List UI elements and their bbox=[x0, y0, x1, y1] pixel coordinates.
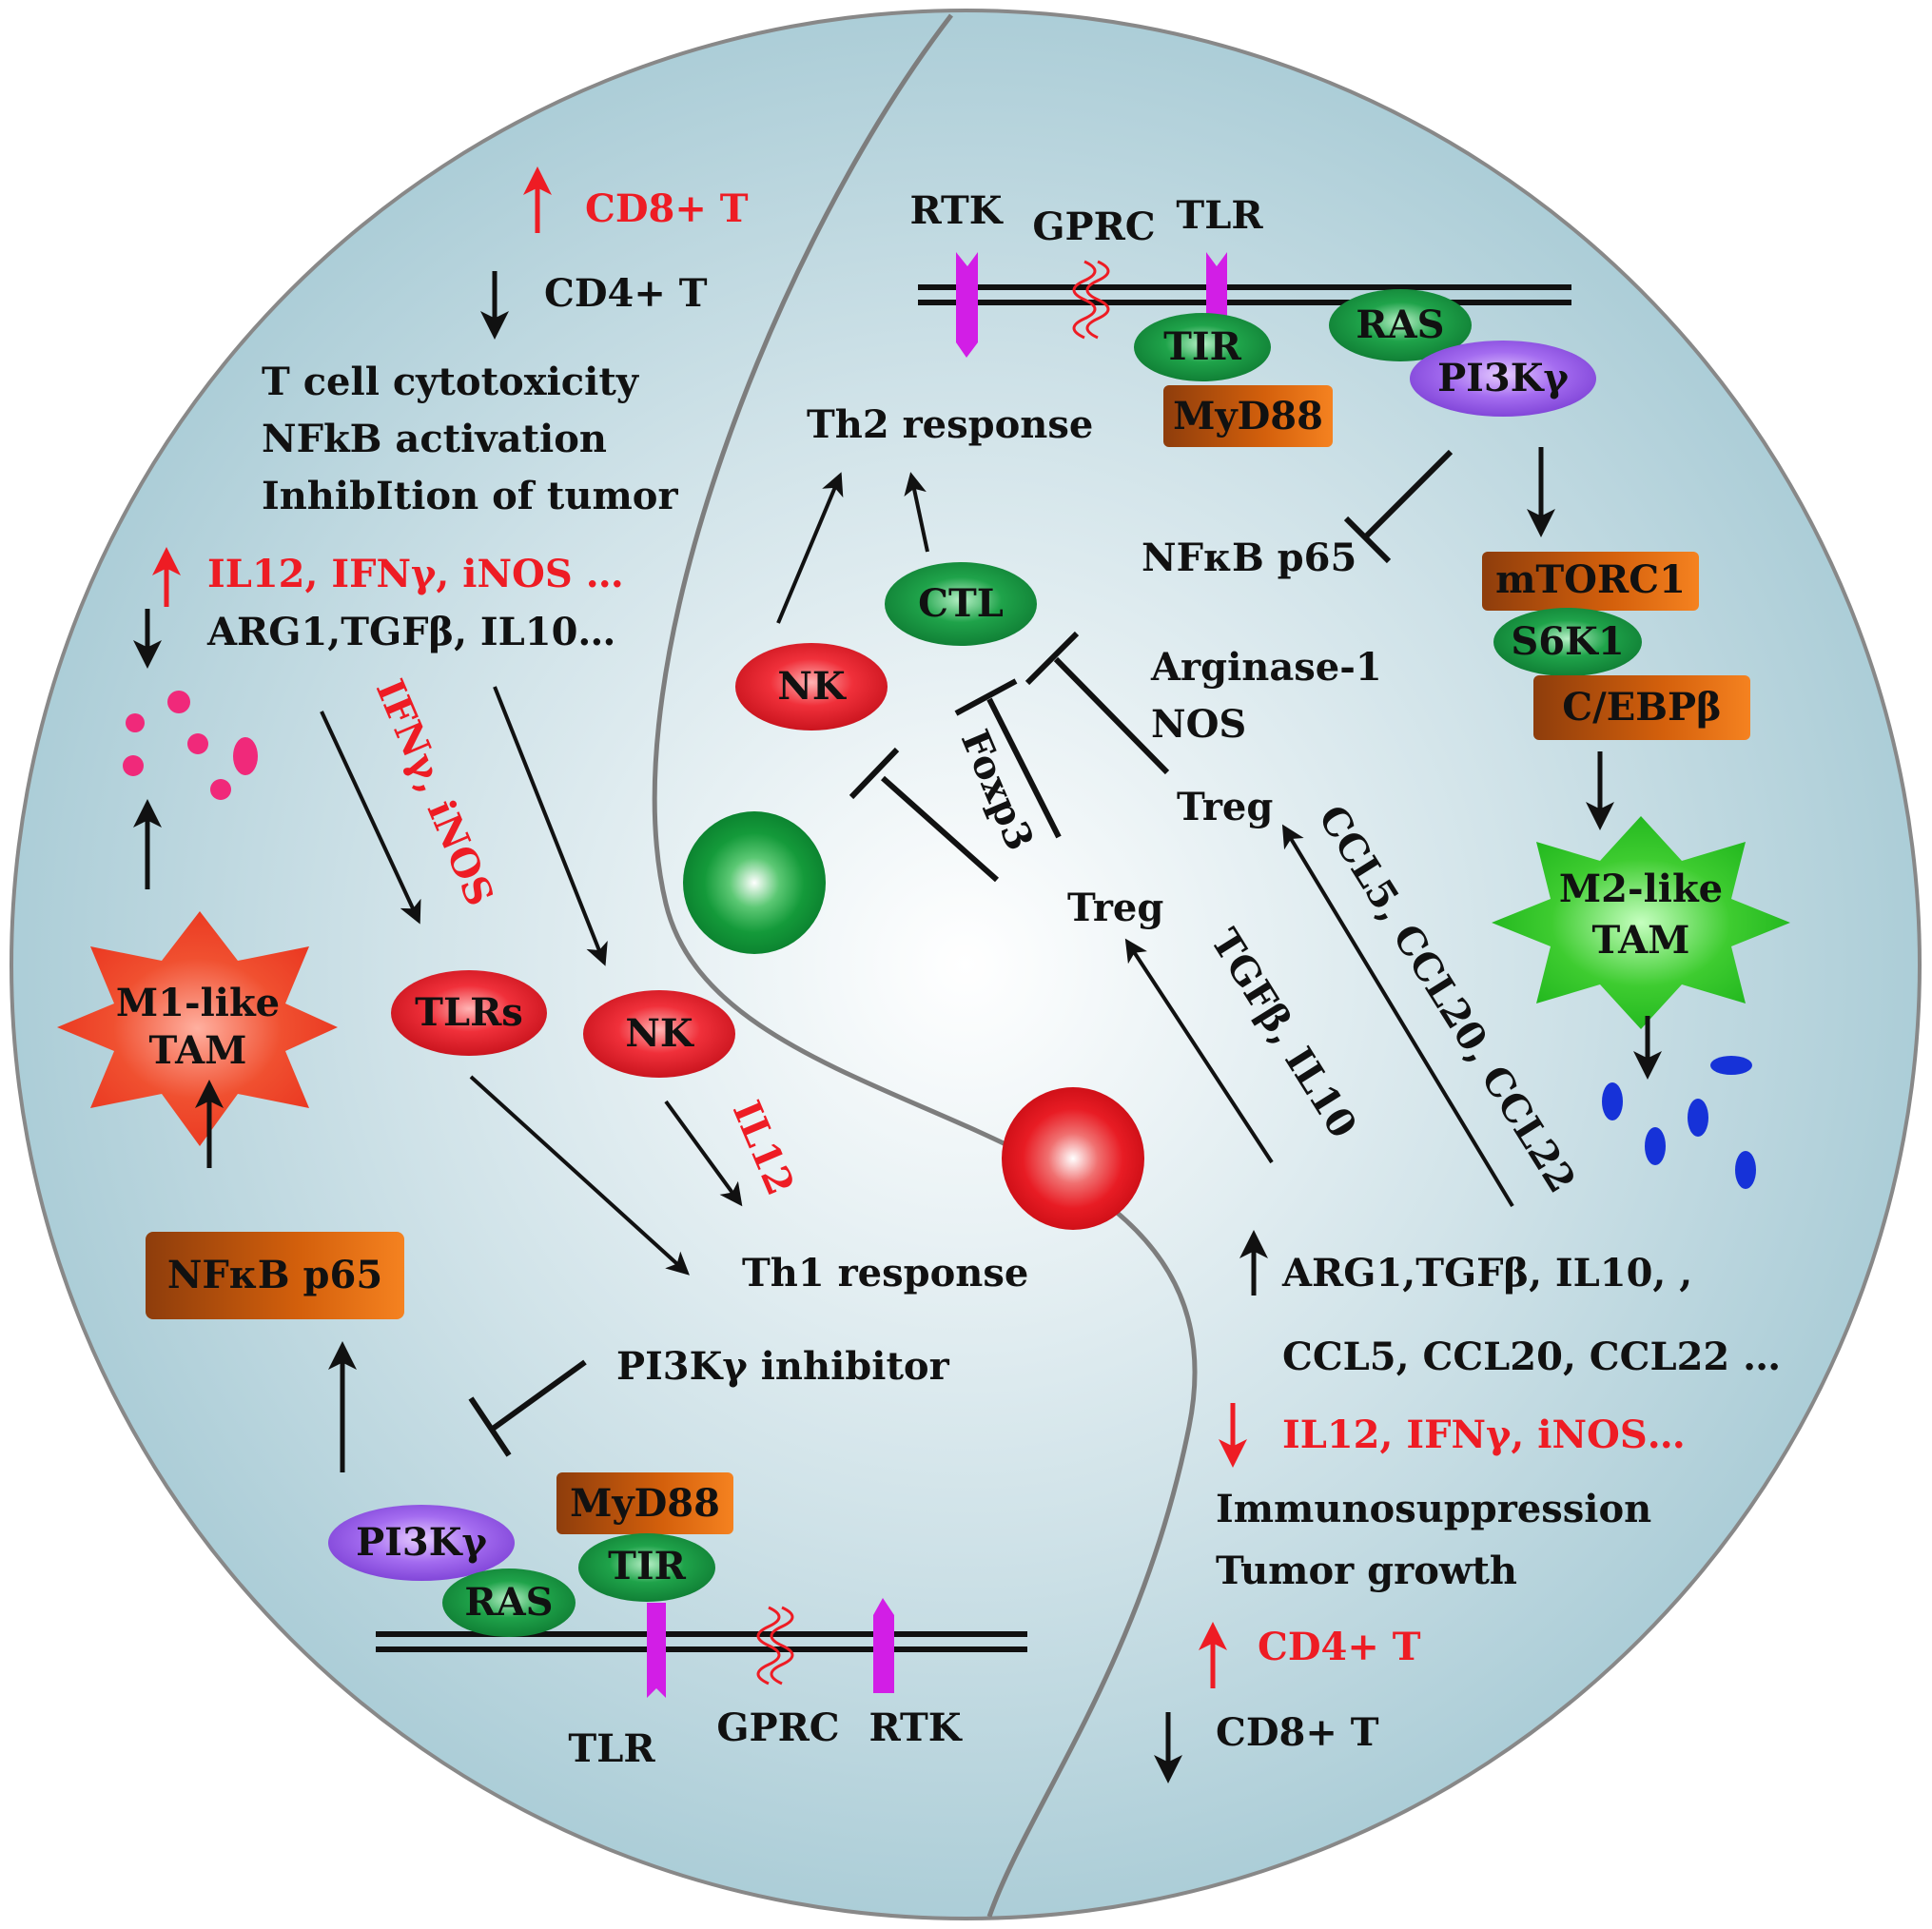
nfkb-box-left bbox=[146, 1232, 404, 1319]
arginase-label: Arginase-1 bbox=[1150, 645, 1382, 690]
ras-cell-right bbox=[1329, 289, 1472, 361]
pi3k-right-label: PI3Kγ bbox=[1437, 356, 1569, 400]
cytokines-down-label: ARG1,TGFβ, IL10… bbox=[206, 610, 615, 654]
nfkb-box-left-label: NFκB p65 bbox=[167, 1253, 382, 1297]
nk-left-label: NK bbox=[625, 1011, 694, 1056]
tlrs-label: TLRs bbox=[415, 990, 523, 1035]
cytokines-up-label: IL12, IFNγ, iNOS … bbox=[207, 552, 624, 596]
s6k1-label: S6K1 bbox=[1511, 619, 1624, 664]
mtorc1-label: mTORC1 bbox=[1495, 557, 1686, 602]
m2-tam-star bbox=[1492, 816, 1790, 1029]
inhibitor-line bbox=[491, 1359, 587, 1432]
m2-tam-label-line1: M2-like bbox=[1559, 867, 1723, 911]
rtk-right-label: RTK bbox=[909, 188, 1003, 233]
m1-tam-star bbox=[57, 911, 338, 1146]
treg-upper-label: Treg bbox=[1177, 785, 1273, 829]
cd8-down-right-label: CD8+ T bbox=[1216, 1710, 1379, 1755]
dividing-curve bbox=[652, 13, 1198, 1918]
tir-right-label: TIR bbox=[1163, 324, 1241, 369]
nfkb-right-label: NFκB p65 bbox=[1142, 536, 1356, 580]
cd4-up-right-label: CD4+ T bbox=[1258, 1625, 1421, 1669]
th2-response-label: Th2 response bbox=[807, 402, 1093, 447]
tir-cell-right bbox=[1134, 313, 1271, 381]
tlr-receptor-left bbox=[647, 1603, 666, 1698]
gprc-right-label: GPRC bbox=[1032, 205, 1155, 249]
nk-to-th1-arrow bbox=[664, 1100, 743, 1207]
inhibitor-bar bbox=[468, 1396, 512, 1457]
myd88-box-left bbox=[556, 1472, 733, 1534]
pi3k-cell-right bbox=[1410, 341, 1596, 417]
effect-immunosuppression: Immunosuppression bbox=[1216, 1487, 1651, 1531]
effect-inhibition: InhibItion of tumor bbox=[262, 474, 678, 518]
ctl-cell bbox=[885, 562, 1037, 646]
pi3k-cell-left bbox=[328, 1505, 515, 1581]
m1-tam-label-line2: TAM bbox=[149, 1028, 247, 1073]
tir-left-label: TIR bbox=[608, 1544, 686, 1588]
right-up-line1: ARG1,TGFβ, IL10, , bbox=[1281, 1251, 1692, 1296]
red-sphere bbox=[1002, 1087, 1144, 1230]
treg-ctl-foxp3-line bbox=[986, 697, 1062, 839]
ras-left-label: RAS bbox=[464, 1580, 553, 1625]
treg-nk-inhibit-line bbox=[881, 775, 999, 883]
right-up-line2: CCL5, CCL20, CCL22 … bbox=[1282, 1335, 1781, 1379]
nos-label: NOS bbox=[1151, 702, 1246, 747]
m2-secreted-dots bbox=[1602, 1056, 1756, 1189]
myd88-right-label: MyD88 bbox=[1173, 394, 1323, 438]
mtorc1-box bbox=[1482, 552, 1699, 611]
ras-cell-left bbox=[442, 1569, 576, 1637]
ctl-to-th2-arrow bbox=[904, 472, 929, 553]
pi3k-inhibitor-label: PI3Kγ inhibitor bbox=[616, 1344, 950, 1389]
gprc-receptor-right bbox=[1072, 260, 1110, 340]
th1-response-label: Th1 response bbox=[742, 1251, 1028, 1296]
green-sphere bbox=[683, 811, 826, 954]
cytokine-to-tlrs-arrow bbox=[320, 711, 421, 925]
m2-tam-label-line2: TAM bbox=[1592, 918, 1690, 963]
ctl-label: CTL bbox=[918, 581, 1004, 626]
cytokine-to-nk-arrow bbox=[493, 686, 608, 966]
myd88-box-right bbox=[1163, 385, 1333, 447]
treg-ctl-inhibit-line bbox=[1053, 656, 1170, 775]
gprc-left-label: GPRC bbox=[716, 1705, 839, 1750]
cell-circle bbox=[10, 9, 1922, 1920]
effect-tumor-growth: Tumor growth bbox=[1216, 1549, 1517, 1593]
m1-secreted-dots bbox=[123, 691, 258, 800]
treg-ctl-foxp3-bar bbox=[954, 678, 1018, 716]
tlrs-to-th1-arrow bbox=[469, 1075, 690, 1276]
treg-nk-inhibit-bar bbox=[849, 747, 900, 800]
s6k1-cell bbox=[1493, 608, 1642, 676]
cebpb-box bbox=[1533, 675, 1750, 740]
effect-nfkb: NFkB activation bbox=[262, 417, 607, 461]
rtk-receptor-left bbox=[873, 1598, 894, 1693]
pi3k-nfkb-inhibit-line bbox=[1362, 449, 1454, 540]
nk-right-label: NK bbox=[777, 664, 847, 709]
nk-cell-right bbox=[735, 643, 888, 731]
tlr-right-label: TLR bbox=[1176, 193, 1263, 238]
tir-cell-left bbox=[578, 1533, 715, 1602]
pi3k-nfkb-inhibit-bar bbox=[1343, 516, 1392, 564]
cd4-down-label: CD4+ T bbox=[544, 271, 708, 316]
ras-right-label: RAS bbox=[1356, 302, 1444, 347]
gprc-receptor-left bbox=[756, 1606, 794, 1685]
effect-cytotoxicity: T cell cytotoxicity bbox=[262, 360, 640, 404]
right-down-red-label: IL12, IFNγ, iNOS… bbox=[1282, 1413, 1686, 1457]
rtk-receptor-right bbox=[956, 252, 978, 358]
tlr-left-label: TLR bbox=[568, 1726, 655, 1771]
treg-ctl-inhibit-bar bbox=[1025, 631, 1080, 686]
ccl-to-treg-arrow bbox=[1281, 824, 1514, 1208]
tgf-to-treg-arrow bbox=[1124, 938, 1274, 1164]
nk-to-th2-arrow bbox=[776, 472, 844, 624]
cd8-up-label: CD8+ T bbox=[585, 186, 749, 231]
myd88-left-label: MyD88 bbox=[570, 1481, 720, 1526]
nk-cell-left bbox=[583, 990, 735, 1078]
m1-tam-label-line1: M1-like bbox=[116, 981, 280, 1025]
pi3k-left-label: PI3Kγ bbox=[356, 1520, 487, 1565]
rtk-left-label: RTK bbox=[868, 1705, 962, 1750]
treg-lower-label: Treg bbox=[1067, 886, 1163, 930]
cebpb-label: C/EBPβ bbox=[1562, 685, 1721, 730]
tlrs-cell bbox=[391, 970, 547, 1056]
